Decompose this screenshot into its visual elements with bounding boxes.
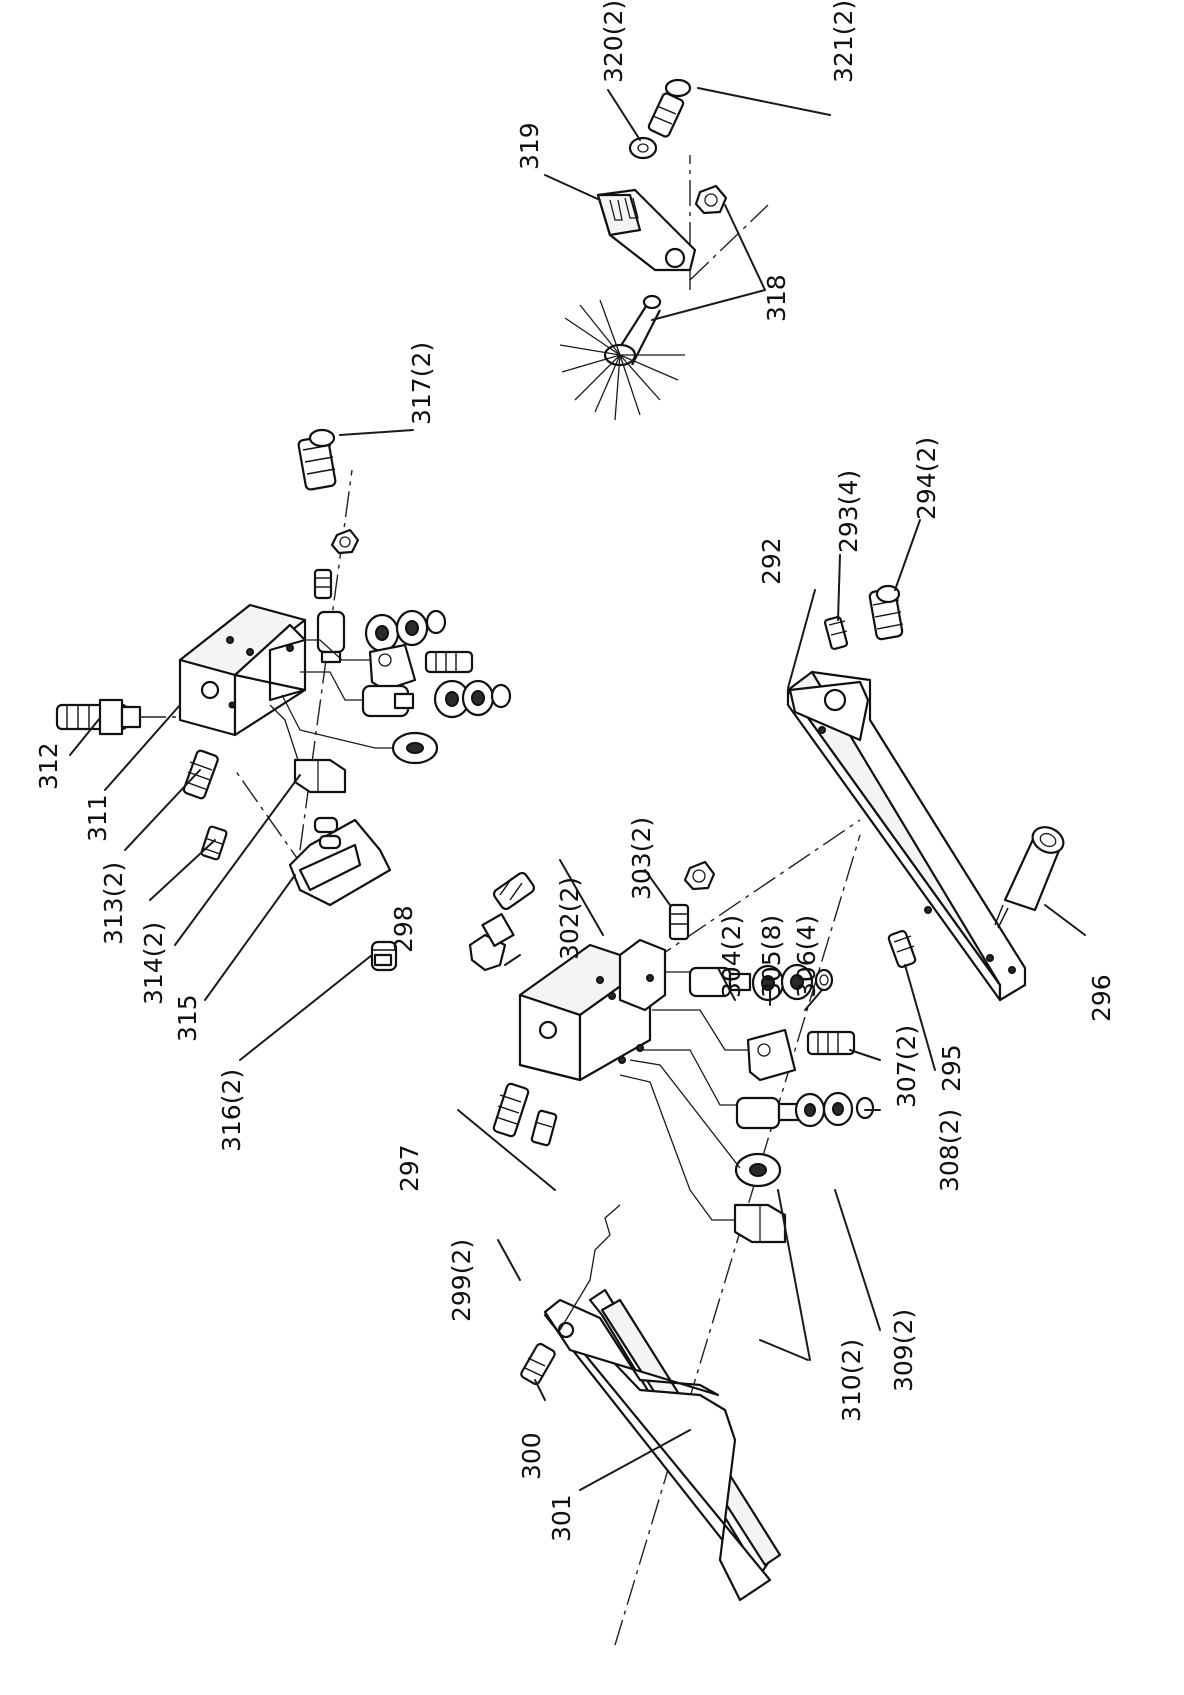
support-bar-292 bbox=[786, 670, 1027, 1002]
elbow-fitting-298 bbox=[468, 871, 536, 972]
label-293: 293(4) bbox=[834, 470, 863, 553]
label-292: 292 bbox=[757, 537, 786, 585]
label-313: 313(2) bbox=[99, 862, 128, 945]
label-320: 320(2) bbox=[599, 0, 628, 83]
label-298: 298 bbox=[389, 905, 418, 953]
label-303: 303(2) bbox=[627, 817, 656, 900]
upper-bearing-single bbox=[391, 731, 439, 765]
screw-294 bbox=[868, 584, 904, 641]
block-311 bbox=[178, 603, 307, 737]
upper-bearing-stack-b bbox=[361, 679, 512, 719]
label-308: 308(2) bbox=[935, 1109, 964, 1192]
screw-302 bbox=[668, 903, 690, 941]
handle-296 bbox=[994, 826, 1065, 929]
callout-labels: 321(2) 320(2) 319 318 317(2) 293(4) 294(… bbox=[34, 0, 1116, 1542]
label-304: 304(2) bbox=[717, 915, 746, 998]
screw-295 bbox=[887, 929, 917, 969]
upper-block-assembly bbox=[55, 428, 512, 972]
shaft-309 bbox=[735, 1091, 875, 1130]
screw-299b bbox=[530, 1109, 558, 1147]
set-screw-293 bbox=[823, 616, 849, 650]
lower-block-assembly bbox=[468, 860, 875, 1602]
label-307: 307(2) bbox=[892, 1025, 921, 1108]
label-318: 318 bbox=[762, 274, 791, 322]
washer-320 bbox=[628, 136, 658, 160]
label-311: 311 bbox=[83, 794, 112, 842]
label-302: 302(2) bbox=[555, 877, 584, 960]
label-319: 319 bbox=[515, 122, 544, 170]
shaft-304 bbox=[688, 966, 752, 998]
bracket-319 bbox=[596, 188, 697, 272]
label-321: 321(2) bbox=[829, 0, 858, 83]
label-300: 300 bbox=[517, 1432, 546, 1480]
label-296: 296 bbox=[1087, 974, 1116, 1022]
clip-bracket bbox=[288, 816, 392, 907]
slider-307 bbox=[746, 1028, 856, 1082]
pad-315 bbox=[293, 758, 347, 794]
label-315: 315 bbox=[173, 994, 202, 1042]
callout-leaders bbox=[69, 87, 1086, 1491]
nut-303 bbox=[683, 860, 716, 891]
label-305: 305(8) bbox=[757, 915, 786, 998]
upper-slider-307 bbox=[368, 643, 474, 692]
screw-317 bbox=[297, 428, 337, 491]
label-317: 317(2) bbox=[407, 342, 436, 425]
label-316: 316(2) bbox=[217, 1069, 246, 1152]
bearing-310 bbox=[734, 1152, 782, 1188]
block-297 bbox=[518, 938, 667, 1082]
label-312: 312 bbox=[34, 742, 63, 790]
label-299: 299(2) bbox=[447, 1239, 476, 1322]
upper-screw-nut bbox=[313, 528, 360, 600]
upper-bearing-stack-a bbox=[316, 609, 447, 664]
set-screw-313 bbox=[182, 749, 219, 800]
screw-321 bbox=[647, 78, 692, 138]
guide-rail-301 bbox=[543, 1204, 782, 1602]
label-294: 294(2) bbox=[912, 437, 941, 520]
brush-318 bbox=[559, 294, 685, 421]
hose-fitting-312 bbox=[55, 698, 185, 736]
label-314: 314(2) bbox=[139, 922, 168, 1005]
pad-lower bbox=[733, 1203, 787, 1244]
screw-300 bbox=[520, 1342, 556, 1386]
screw-314 bbox=[200, 825, 228, 861]
clip-306 bbox=[814, 968, 834, 992]
label-310: 310(2) bbox=[837, 1339, 866, 1422]
label-301: 301 bbox=[547, 1494, 576, 1542]
label-297: 297 bbox=[395, 1144, 424, 1192]
set-screw-299 bbox=[492, 1082, 530, 1138]
nut-318 bbox=[694, 184, 728, 215]
bearing-305b bbox=[780, 963, 814, 1001]
label-309: 309(2) bbox=[889, 1309, 918, 1392]
label-306: 306(4) bbox=[792, 915, 821, 998]
label-295: 295 bbox=[937, 1044, 966, 1092]
